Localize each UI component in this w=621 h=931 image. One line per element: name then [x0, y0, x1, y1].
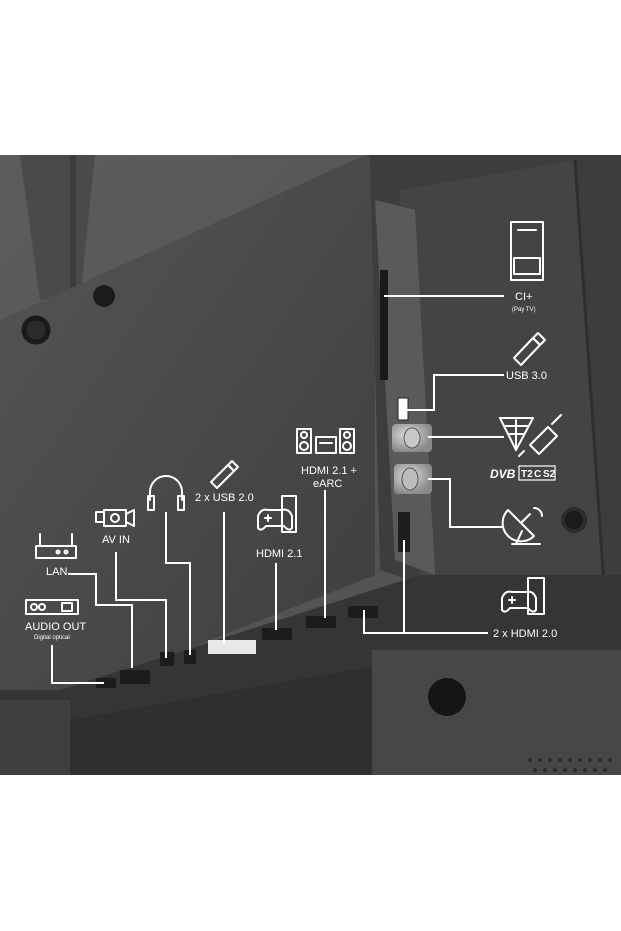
router-icon: [35, 533, 77, 559]
game-console-icon: [257, 495, 297, 533]
svg-text:S2: S2: [543, 469, 556, 480]
bay-edge: [573, 159, 607, 601]
label-ci: CI+: [515, 291, 532, 303]
label-hdmi21-earc-2: eARC: [313, 478, 342, 490]
label-usb3: USB 3.0: [506, 370, 547, 382]
stand-slot: [70, 155, 76, 300]
connector-lines: [51, 295, 504, 684]
camcorder-icon: [95, 509, 135, 527]
dvb-logo: DVB T2 C S2: [490, 465, 556, 481]
bottom-foot: [0, 700, 70, 775]
label-ci-sub: (Pay TV): [512, 307, 536, 313]
side-hdmi-slot: [398, 512, 410, 552]
mount-hole: [428, 678, 466, 716]
speaker-grille: [528, 758, 612, 772]
side-bay-inner: [400, 160, 605, 600]
mount-hole: [93, 285, 115, 307]
right-foot: [372, 650, 621, 775]
label-usb2: 2 x USB 2.0: [195, 492, 254, 504]
svg-text:DVB: DVB: [490, 467, 516, 481]
antenna-icon: [499, 417, 534, 451]
label-av-in: AV IN: [102, 534, 130, 546]
svg-text:C: C: [534, 469, 541, 480]
label-lan: LAN: [46, 566, 67, 578]
mount-hole: [21, 315, 51, 345]
bottom-ledge: [0, 575, 621, 735]
mount-hole: [561, 507, 587, 533]
ci-card-icon: [510, 221, 544, 281]
label-audio-out-sub: Digital optical: [34, 635, 70, 641]
svg-text:T2: T2: [521, 469, 533, 480]
coax-plug-icon: [518, 414, 562, 457]
satellite-dish-icon: [501, 507, 543, 545]
label-hdmi21-earc-1: HDMI 2.1 +: [301, 465, 357, 477]
stand-arm: [20, 155, 95, 300]
optical-out-icon: [25, 599, 79, 615]
coax-port-terrestrial: [392, 424, 432, 452]
ci-slot: [380, 270, 388, 380]
label-hdmi20: 2 x HDMI 2.0: [493, 628, 557, 640]
usb-stick-icon: [513, 332, 546, 366]
label-hdmi21: HDMI 2.1: [256, 548, 302, 560]
coax-port-satellite: [394, 464, 432, 494]
speakers-icon: [296, 428, 355, 454]
game-console-icon: [501, 577, 545, 615]
usb-stick-icon: [210, 460, 239, 489]
headphones-icon: [147, 475, 185, 511]
label-audio-out: AUDIO OUT: [25, 621, 86, 633]
port-labels: CI+ (Pay TV) USB 3.0 HDMI 2.1 + eARC 2 x…: [25, 291, 557, 641]
